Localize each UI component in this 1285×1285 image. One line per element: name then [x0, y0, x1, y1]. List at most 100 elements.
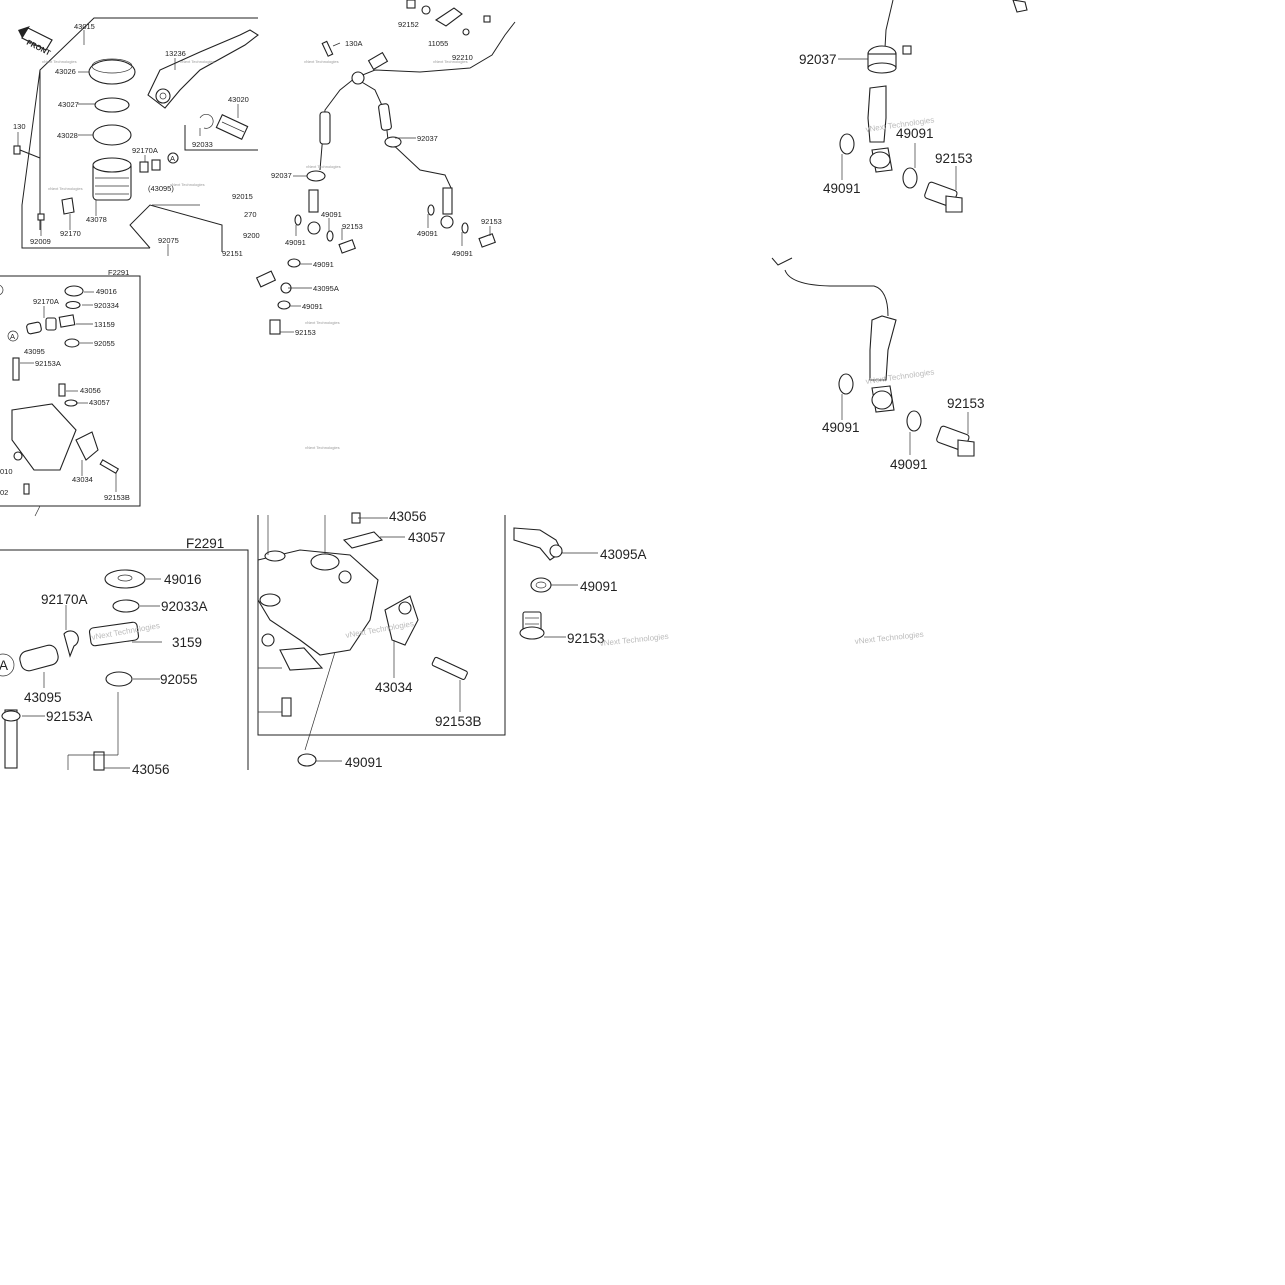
- part-label: 92153B: [435, 714, 482, 729]
- washer: [297, 753, 317, 767]
- part-label: 270: [244, 210, 257, 219]
- part-label: 43034: [375, 680, 413, 695]
- part-label: 92170A: [41, 592, 88, 607]
- part-label: 49091: [313, 260, 334, 269]
- part-label: A: [0, 658, 8, 673]
- svg-text:vNext Technologies: vNext Technologies: [305, 445, 340, 450]
- hose-end-sleeve: [867, 85, 887, 143]
- reservoir-diaphragm: [92, 124, 132, 146]
- hose-clamp: [384, 136, 402, 148]
- part-label: 43056: [132, 762, 170, 777]
- piston-assembly: [215, 114, 249, 140]
- hose-detail-upper: 92037 49091 49091 92153 vNext Technologi…: [799, 0, 1028, 213]
- caliper-bolt: [431, 656, 468, 681]
- part-label: 92055: [94, 339, 115, 348]
- brake-lever: [147, 29, 259, 109]
- detail-large-fittings: 43095A 49091 92153 vNext Technologies vN…: [513, 527, 924, 648]
- part-label: 49091: [285, 238, 306, 247]
- hose-detail-lower: 49091 92153 49091 vNext Technologies: [771, 257, 985, 472]
- part-label: 49091: [896, 126, 934, 141]
- part-label: 43056: [80, 386, 101, 395]
- part-label: 920334: [94, 301, 119, 310]
- svg-text:vNext Technologies: vNext Technologies: [433, 59, 468, 64]
- part-label: 92033: [192, 140, 213, 149]
- part-label: 92151: [222, 249, 243, 258]
- part-label: 13236: [165, 49, 186, 58]
- part-label: 92153: [295, 328, 316, 337]
- part-label: 43015: [74, 22, 95, 31]
- part-label: 02: [0, 488, 8, 497]
- copper-washer: [902, 167, 918, 189]
- part-label: 92075: [158, 236, 179, 245]
- part-label: 49091: [452, 249, 473, 258]
- part-label: 92153: [935, 151, 973, 166]
- circlip: [112, 599, 140, 613]
- svg-text:vNext Technologies: vNext Technologies: [304, 59, 339, 64]
- part-label: 92153: [567, 631, 605, 646]
- part-label: 49091: [822, 420, 860, 435]
- frame-code: F2291: [186, 536, 224, 551]
- part-label: 49091: [823, 181, 861, 196]
- part-label: 13159: [94, 320, 115, 329]
- washer: [104, 569, 146, 589]
- svg-text:vNext Technologies: vNext Technologies: [306, 164, 341, 169]
- svg-text:vNext Technologies: vNext Technologies: [599, 632, 669, 648]
- overview-master-cylinder: FRONT: [13, 17, 260, 258]
- part-label: 92033A: [161, 599, 208, 614]
- reservoir-diaphragm-plate: [94, 97, 130, 113]
- detail-large-caliper: 43056 43057 43034 92153B 49091 vNext Tec…: [257, 509, 506, 770]
- part-label: 49091: [890, 457, 928, 472]
- part-label: 43034: [72, 475, 93, 484]
- part-label: 92152: [398, 20, 419, 29]
- svg-text:vNext Technologies: vNext Technologies: [42, 59, 77, 64]
- part-label: 43027: [58, 100, 79, 109]
- part-label: 92153: [947, 396, 985, 411]
- part-label: 92037: [271, 171, 292, 180]
- part-label: 43095A: [313, 284, 339, 293]
- part-label: 130: [13, 122, 26, 131]
- bleeder-plate: [342, 531, 384, 549]
- hose-sleeve: [319, 111, 331, 145]
- o-ring: [105, 671, 133, 687]
- part-label: 92153: [481, 217, 502, 226]
- part-label: 130A: [345, 39, 363, 48]
- part-label: 49091: [302, 302, 323, 311]
- hose-bracket: [434, 7, 463, 27]
- part-label: A: [170, 154, 175, 163]
- part-label: 9200: [243, 231, 260, 240]
- banjo-fitting: [88, 621, 140, 647]
- svg-text:vNext Technologies: vNext Technologies: [305, 320, 340, 325]
- part-label: 49016: [164, 572, 202, 587]
- part-label: 49091: [580, 579, 618, 594]
- svg-text:vNext Technologies: vNext Technologies: [180, 59, 215, 64]
- part-label: 43026: [55, 67, 76, 76]
- hose-end-sleeve: [869, 315, 897, 381]
- part-label: 92170: [60, 229, 81, 238]
- part-label: 92015: [232, 192, 253, 201]
- part-label: 49091: [345, 755, 383, 770]
- part-label: 010: [0, 467, 13, 476]
- part-label: 43095: [24, 690, 62, 705]
- bolt: [4, 709, 18, 769]
- copper-washer: [839, 133, 855, 155]
- part-label: 43056: [389, 509, 427, 524]
- part-label: A: [10, 332, 15, 341]
- svg-text:vNext Technologies: vNext Technologies: [854, 630, 924, 646]
- part-label: 43078: [86, 215, 107, 224]
- sleeve: [19, 644, 59, 672]
- part-label: 3159: [172, 635, 202, 650]
- part-label: 43020: [228, 95, 249, 104]
- part-label: (43095): [148, 184, 174, 193]
- hose-clamp: [306, 170, 326, 182]
- copper-washer: [838, 373, 854, 395]
- hose-joint: [351, 71, 365, 85]
- copper-washer: [530, 577, 552, 593]
- front-arrow-icon: FRONT: [18, 26, 53, 58]
- part-label: 92170A: [33, 297, 59, 306]
- detail-box-small: F2291 49016 92170A 920334 13159 A 43095: [0, 268, 141, 517]
- part-label: 43057: [408, 530, 446, 545]
- part-label: 92037: [799, 52, 837, 67]
- part-label: 49091: [321, 210, 342, 219]
- part-label: 92153A: [46, 709, 93, 724]
